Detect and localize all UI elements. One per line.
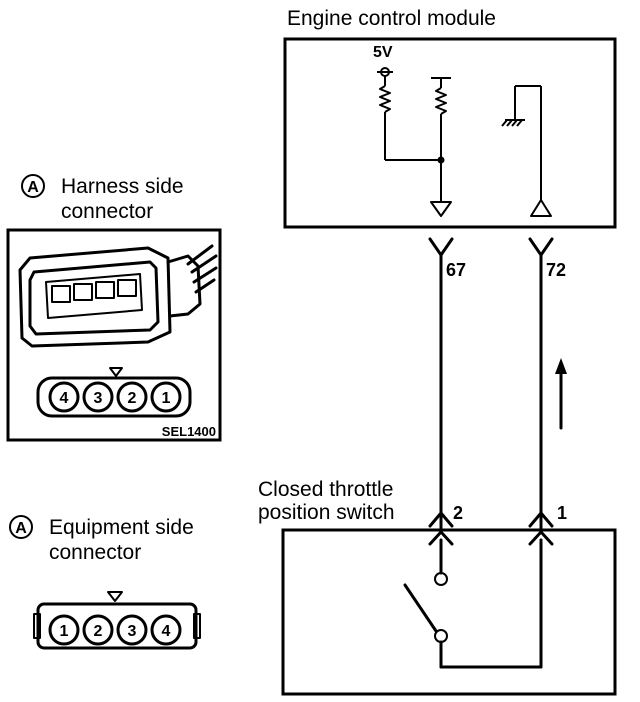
equipment-pin-4 — [150, 614, 182, 646]
pullup-resistor-icon — [379, 76, 391, 160]
harness-pin-row: 4 3 2 1 — [36, 367, 192, 418]
switch-title-line1: Closed throttle — [258, 478, 393, 501]
ecm-box — [283, 37, 617, 229]
equipment-title-line2: connector — [49, 541, 141, 564]
input-triangle-icon — [430, 201, 452, 217]
ecm-title: Engine control module — [287, 7, 496, 30]
harness-pin-1 — [150, 381, 182, 413]
switch-title-line2: position switch — [258, 501, 395, 524]
equipment-pin-1 — [48, 614, 80, 646]
svg-text:A: A — [15, 520, 27, 537]
current-direction-arrow-icon — [555, 358, 567, 430]
harness-pin-label: 2 — [128, 390, 137, 407]
equipment-pin-2 — [82, 614, 114, 646]
equipment-pin-label: 1 — [60, 623, 69, 640]
harness-pin-3 — [82, 381, 114, 413]
switch-terminal-1-icon — [528, 511, 554, 546]
equipment-key-marker-icon — [107, 591, 123, 602]
switch-terminal-2-icon — [428, 511, 454, 546]
output-triangle-icon — [530, 199, 552, 217]
switch-box — [281, 528, 617, 696]
connector-terminal-67-icon — [428, 237, 454, 257]
switch-lever-icon — [403, 583, 438, 633]
equipment-pin-row: 1 2 3 4 — [33, 591, 201, 650]
ground-symbol-icon — [501, 86, 525, 127]
equipment-title-line1: Equipment side — [49, 516, 194, 539]
harness-title-line1: Harness side — [61, 175, 184, 198]
equipment-pin-3 — [116, 614, 148, 646]
switch-pin-1-label: 1 — [557, 503, 567, 523]
equipment-pin-label: 4 — [162, 623, 171, 640]
terminal-67-label: 67 — [446, 260, 466, 280]
harness-pin-label: 1 — [162, 390, 171, 407]
ecm-voltage-label: 5V — [373, 44, 393, 61]
harness-pin-label: 3 — [94, 390, 103, 407]
terminal-72-label: 72 — [546, 260, 566, 280]
harness-ref-code: SEL1400 — [162, 424, 216, 439]
harness-pin-4 — [48, 381, 80, 413]
equipment-pin-label: 3 — [128, 623, 137, 640]
sense-resistor-icon — [431, 77, 451, 160]
harness-connector-drawing-icon — [18, 244, 218, 348]
switch-pin-2-label: 2 — [453, 503, 463, 523]
equipment-pin-label: 2 — [94, 623, 103, 640]
equipment-marker-icon: A — [9, 515, 33, 539]
connector-terminal-72-icon — [528, 237, 554, 257]
harness-pin-label: 4 — [60, 390, 69, 407]
harness-title-line2: connector — [61, 200, 153, 223]
svg-text:A: A — [27, 179, 39, 196]
switch-contact-top-icon — [434, 572, 448, 586]
harness-pin-2 — [116, 381, 148, 413]
harness-marker-icon: A — [21, 174, 45, 198]
harness-key-marker-icon — [109, 367, 123, 377]
